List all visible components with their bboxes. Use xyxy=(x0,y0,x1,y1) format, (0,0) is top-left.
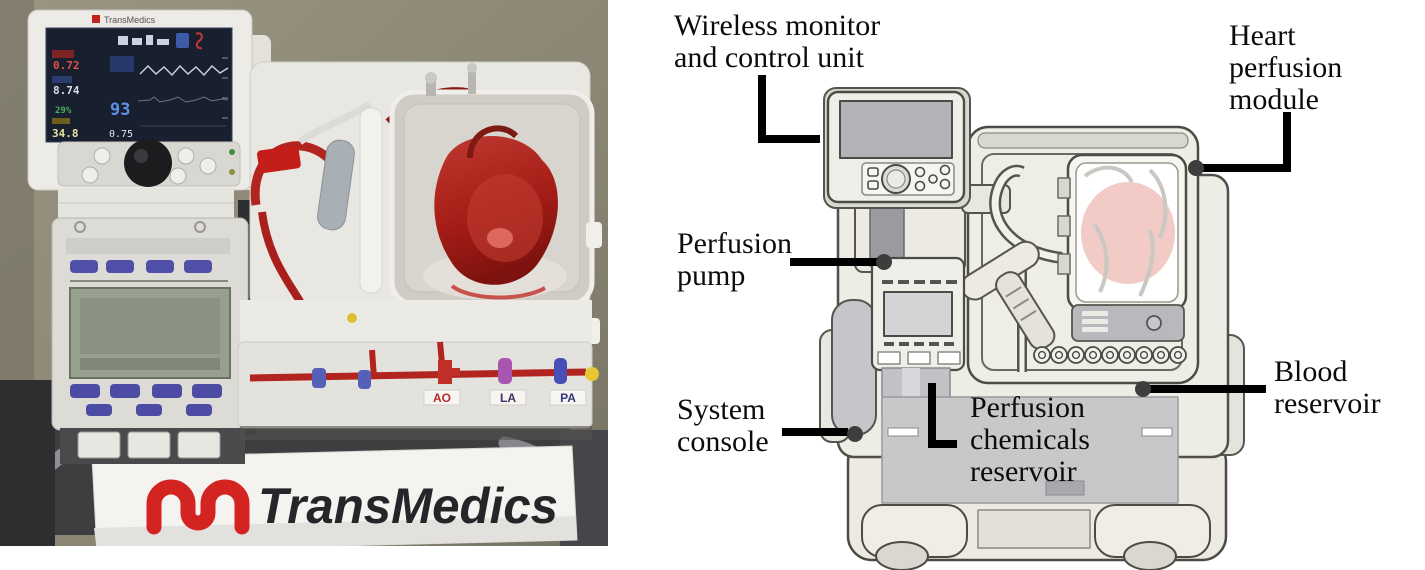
pump-lower-buttons xyxy=(70,384,222,416)
cart-wheel-right xyxy=(1123,541,1177,570)
label-line: module xyxy=(1229,83,1319,116)
reading-2: 8.74 xyxy=(53,84,80,97)
t-handle xyxy=(960,240,1056,350)
label-line: Wireless monitor xyxy=(674,9,881,42)
infusion-pump-photo xyxy=(51,200,256,464)
monitor-screen-drawing xyxy=(839,100,953,159)
reading-1: 0.72 xyxy=(53,59,80,72)
label-line: Perfusion xyxy=(970,391,1085,424)
pump-screen-drawing xyxy=(883,291,953,337)
label-wireless-monitor: Wireless monitor and control unit xyxy=(674,10,880,74)
label-heart-perfusion-module: Heart perfusion module xyxy=(1229,20,1342,116)
device-photo: TransMedics TransMedics xyxy=(0,0,608,546)
reading-4: 34.8 xyxy=(52,127,79,140)
label-line: reservoir xyxy=(1274,387,1381,420)
monitor-controls xyxy=(57,139,241,187)
label-line: System xyxy=(677,393,766,426)
waveform-mid xyxy=(137,96,229,103)
label-line: perfusion xyxy=(1229,51,1343,84)
leader-lines xyxy=(758,75,1291,448)
leader-chemicals-reservoir xyxy=(928,383,957,448)
dot-system-console xyxy=(847,426,863,442)
connector-row xyxy=(1033,346,1187,364)
monitor-screen: 0.72 8.74 29% 34.8 93 0.75 xyxy=(45,27,233,143)
perfusion-module-photo: AO LA PA xyxy=(237,61,602,440)
clamp-handle xyxy=(317,139,355,231)
label-line: reservoir xyxy=(970,455,1077,488)
label-line: Perfusion xyxy=(677,227,792,260)
port-label-pa: PA xyxy=(560,391,576,405)
wireless-monitor-drawing xyxy=(823,87,971,209)
reading-6: 0.75 xyxy=(109,129,133,140)
monitor-logo-icon xyxy=(92,15,100,23)
stopcocks xyxy=(312,358,599,389)
label-line: chemicals xyxy=(970,423,1090,456)
label-line: console xyxy=(677,425,769,458)
leader-heart-module xyxy=(1199,112,1291,172)
dot-blood-reservoir xyxy=(1135,381,1151,397)
pump-top-buttons xyxy=(70,260,212,273)
heart-chamber-photo xyxy=(389,63,602,344)
cart-sign: TransMedics xyxy=(91,445,578,546)
port-labels: AO LA PA xyxy=(423,389,587,406)
module-deck xyxy=(240,300,592,348)
reading-3: 29% xyxy=(55,106,72,116)
wireless-monitor-photo: TransMedics 0.72 8.74 29% 34 xyxy=(27,9,253,191)
label-line: pump xyxy=(677,259,746,292)
yellow-cap xyxy=(347,313,357,323)
heart-perfusion-module-drawing xyxy=(960,125,1200,385)
transmedics-logo-icon xyxy=(146,479,250,535)
left-handle xyxy=(831,299,877,436)
white-bracket xyxy=(359,107,383,294)
monitor-brand: TransMedics xyxy=(104,15,156,25)
dot-heart-module xyxy=(1188,160,1204,176)
perfusion-pump-drawing xyxy=(870,256,966,372)
leader-dots xyxy=(847,160,1204,442)
red-tag xyxy=(257,145,301,174)
label-blood-reservoir: Blood reservoir xyxy=(1274,356,1381,420)
label-perfusion-pump: Perfusion pump xyxy=(677,228,792,292)
label-line: Heart xyxy=(1229,19,1296,52)
cart-sign-brand: TransMedics xyxy=(258,478,558,534)
dot-perfusion-pump xyxy=(876,254,892,270)
waveform-top xyxy=(139,64,229,77)
label-line: Blood xyxy=(1274,355,1348,388)
reading-5: 93 xyxy=(110,100,130,120)
leader-wireless-monitor xyxy=(758,75,820,143)
label-system-console: System console xyxy=(677,394,769,458)
label-line: and control unit xyxy=(674,41,864,74)
label-perfusion-chemicals-reservoir: Perfusion chemicals reservoir xyxy=(970,392,1090,488)
cart-wheel-left xyxy=(875,541,929,570)
alarm-glyph xyxy=(195,32,203,50)
control-knob xyxy=(124,139,172,187)
port-label-la: LA xyxy=(500,391,516,405)
port-label-ao: AO xyxy=(433,391,451,405)
chamber-tubes xyxy=(1083,165,1168,297)
red-tube-main xyxy=(249,368,587,382)
